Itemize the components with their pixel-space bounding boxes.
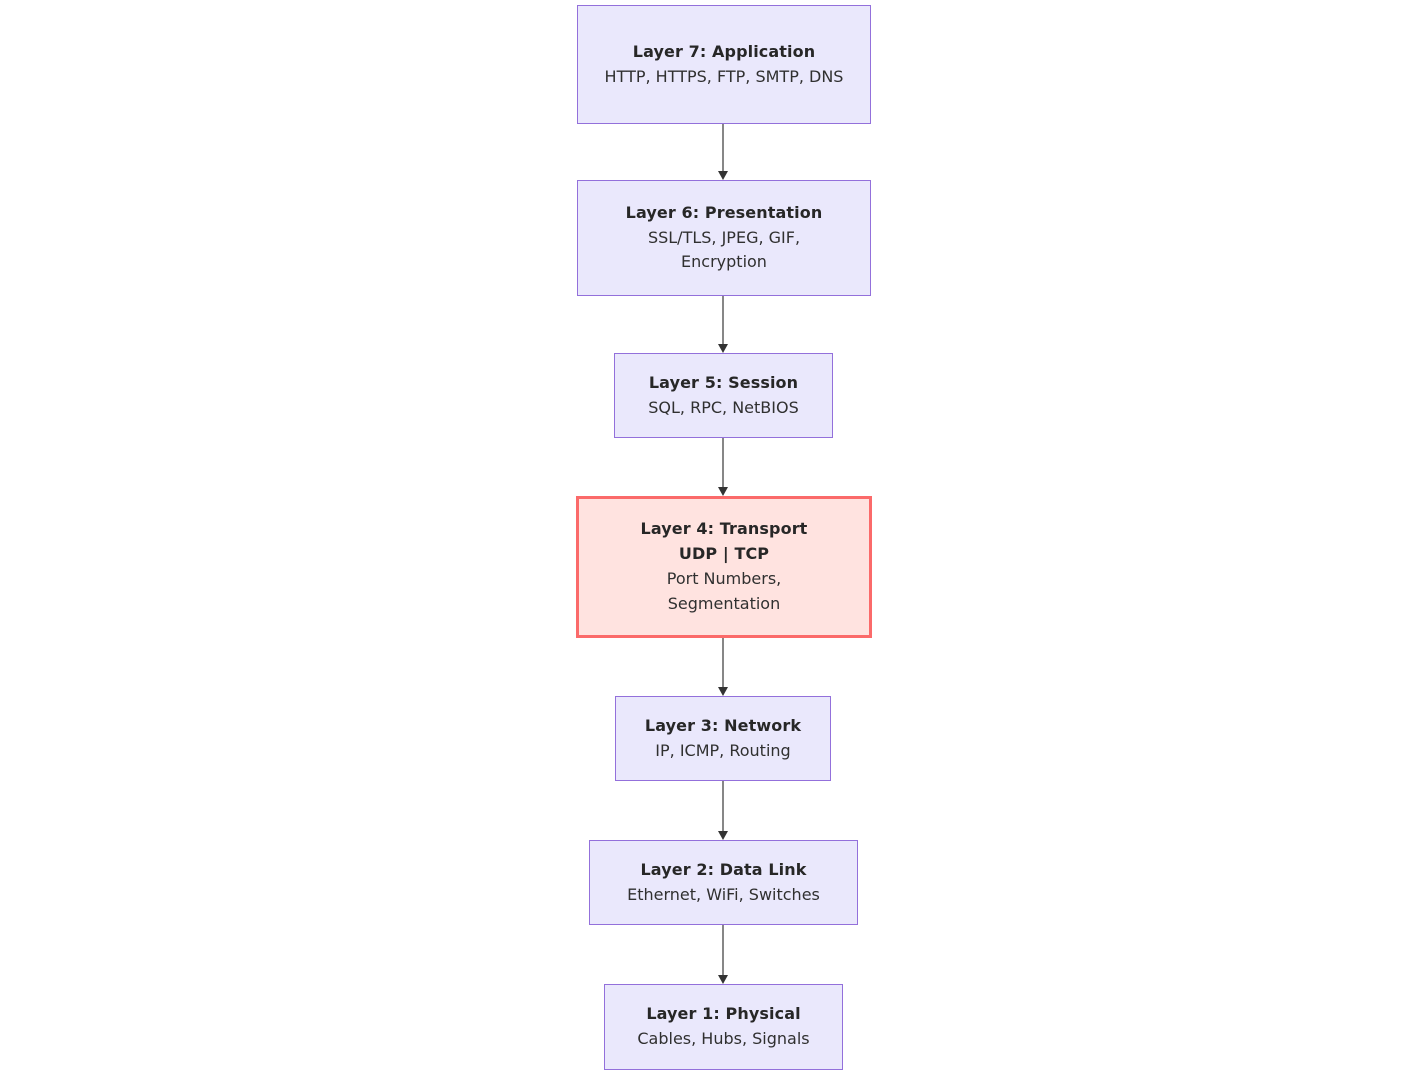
- connector-layer3-to-layer2: [718, 781, 728, 841]
- connector-layer4-to-layer3: [718, 638, 728, 697]
- node-detail: Cables, Hubs, Signals: [637, 1029, 810, 1048]
- node-layer-4-transport[interactable]: Layer 4: Transport UDP | TCP Port Number…: [576, 496, 872, 638]
- node-title: Layer 4: Transport: [640, 519, 808, 539]
- connector-layer6-to-layer5: [718, 296, 728, 354]
- node-layer-2-data-link[interactable]: Layer 2: Data Link Ethernet, WiFi, Switc…: [589, 840, 858, 925]
- node-detail: SSL/TLS, JPEG, GIF, Encryption: [647, 227, 801, 272]
- connector-layer5-to-layer4: [718, 438, 728, 497]
- node-layer-3-network[interactable]: Layer 3: Network IP, ICMP, Routing: [615, 696, 831, 781]
- node-subtitle: UDP | TCP: [678, 544, 770, 564]
- node-layer-6-presentation[interactable]: Layer 6: Presentation SSL/TLS, JPEG, GIF…: [577, 180, 871, 296]
- node-layer-5-session[interactable]: Layer 5: Session SQL, RPC, NetBIOS: [614, 353, 833, 438]
- connector-layer7-to-layer6: [718, 124, 728, 181]
- node-layer-7-application[interactable]: Layer 7: Application HTTP, HTTPS, FTP, S…: [577, 5, 871, 124]
- node-detail: HTTP, HTTPS, FTP, SMTP, DNS: [604, 66, 844, 86]
- node-title: Layer 7: Application: [632, 41, 816, 61]
- node-title: Layer 5: Session: [648, 372, 799, 392]
- connector-layer2-to-layer1: [718, 925, 728, 985]
- node-title: Layer 3: Network: [644, 715, 802, 735]
- node-detail: SQL, RPC, NetBIOS: [648, 397, 799, 417]
- node-detail: Port Numbers, Segmentation: [666, 569, 782, 613]
- node-title: Layer 2: Data Link: [640, 859, 807, 879]
- node-layer-1-physical[interactable]: Layer 1: Physical Cables, Hubs, Signals: [604, 984, 843, 1070]
- node-detail: Ethernet, WiFi, Switches: [627, 884, 820, 904]
- node-title: Layer 6: Presentation: [625, 202, 823, 222]
- node-title: Layer 1: Physical: [646, 1004, 801, 1024]
- node-detail: IP, ICMP, Routing: [655, 740, 791, 760]
